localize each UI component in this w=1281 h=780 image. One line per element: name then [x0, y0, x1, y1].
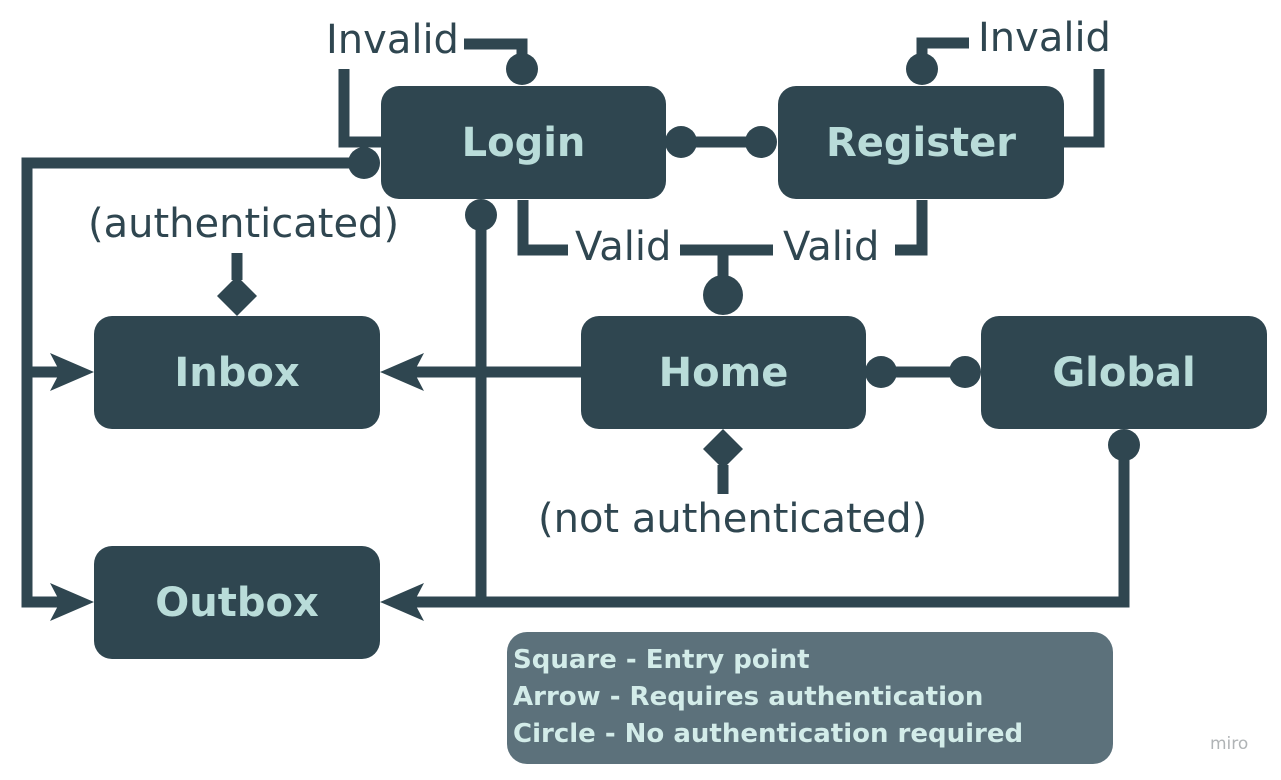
label-valid-register: Valid	[783, 224, 880, 270]
circle-marker-login-left	[348, 147, 380, 179]
diamond-marker-home	[703, 429, 743, 469]
circle-marker-login-bottom	[465, 199, 497, 231]
connector-register-valid	[895, 200, 928, 256]
label-invalid-login: Invalid	[326, 17, 459, 63]
circle-marker-global-bottom	[1108, 429, 1140, 461]
connector-register-invalid-right	[1063, 69, 1105, 148]
legend-square: Square - Entry point	[513, 645, 810, 675]
circle-marker-home-top	[703, 275, 743, 315]
node-global[interactable]: Global	[981, 316, 1267, 429]
diamond-marker-inbox	[217, 276, 257, 316]
label-valid-login: Valid	[575, 224, 672, 270]
legend-circle: Circle - No authentication required	[513, 719, 1024, 749]
node-outbox[interactable]: Outbox	[94, 546, 380, 659]
miro-watermark: miro	[1210, 734, 1249, 754]
circle-marker-register-top	[906, 53, 938, 85]
label-authenticated: (authenticated)	[88, 201, 400, 247]
node-home[interactable]: Home	[581, 316, 866, 429]
legend-box: Square - Entry point Arrow - Requires au…	[507, 632, 1113, 764]
circle-marker-login-right	[665, 126, 697, 158]
circle-marker-home-right	[865, 356, 897, 388]
label-not-authenticated: (not authenticated)	[538, 496, 928, 542]
arrow-marker-outbox-right	[380, 583, 424, 621]
connector-global-outbox	[408, 445, 1130, 608]
legend-arrow: Arrow - Requires authentication	[513, 682, 984, 712]
node-inbox[interactable]: Inbox	[94, 316, 380, 429]
label-invalid-register: Invalid	[978, 15, 1111, 61]
node-login[interactable]: Login	[381, 86, 666, 199]
circle-marker-login-top	[506, 53, 538, 85]
connector-login-invalid-left	[338, 69, 381, 148]
arrow-marker-rail-outbox	[50, 583, 94, 621]
circle-marker-global-left	[949, 356, 981, 388]
arrow-marker-rail-inbox	[50, 353, 94, 391]
arrow-marker-home-inbox	[380, 353, 424, 391]
circle-marker-register-left	[745, 126, 777, 158]
connector-login-valid	[517, 200, 568, 256]
connector-login-left-rail	[21, 157, 364, 608]
node-register[interactable]: Register	[778, 86, 1064, 199]
